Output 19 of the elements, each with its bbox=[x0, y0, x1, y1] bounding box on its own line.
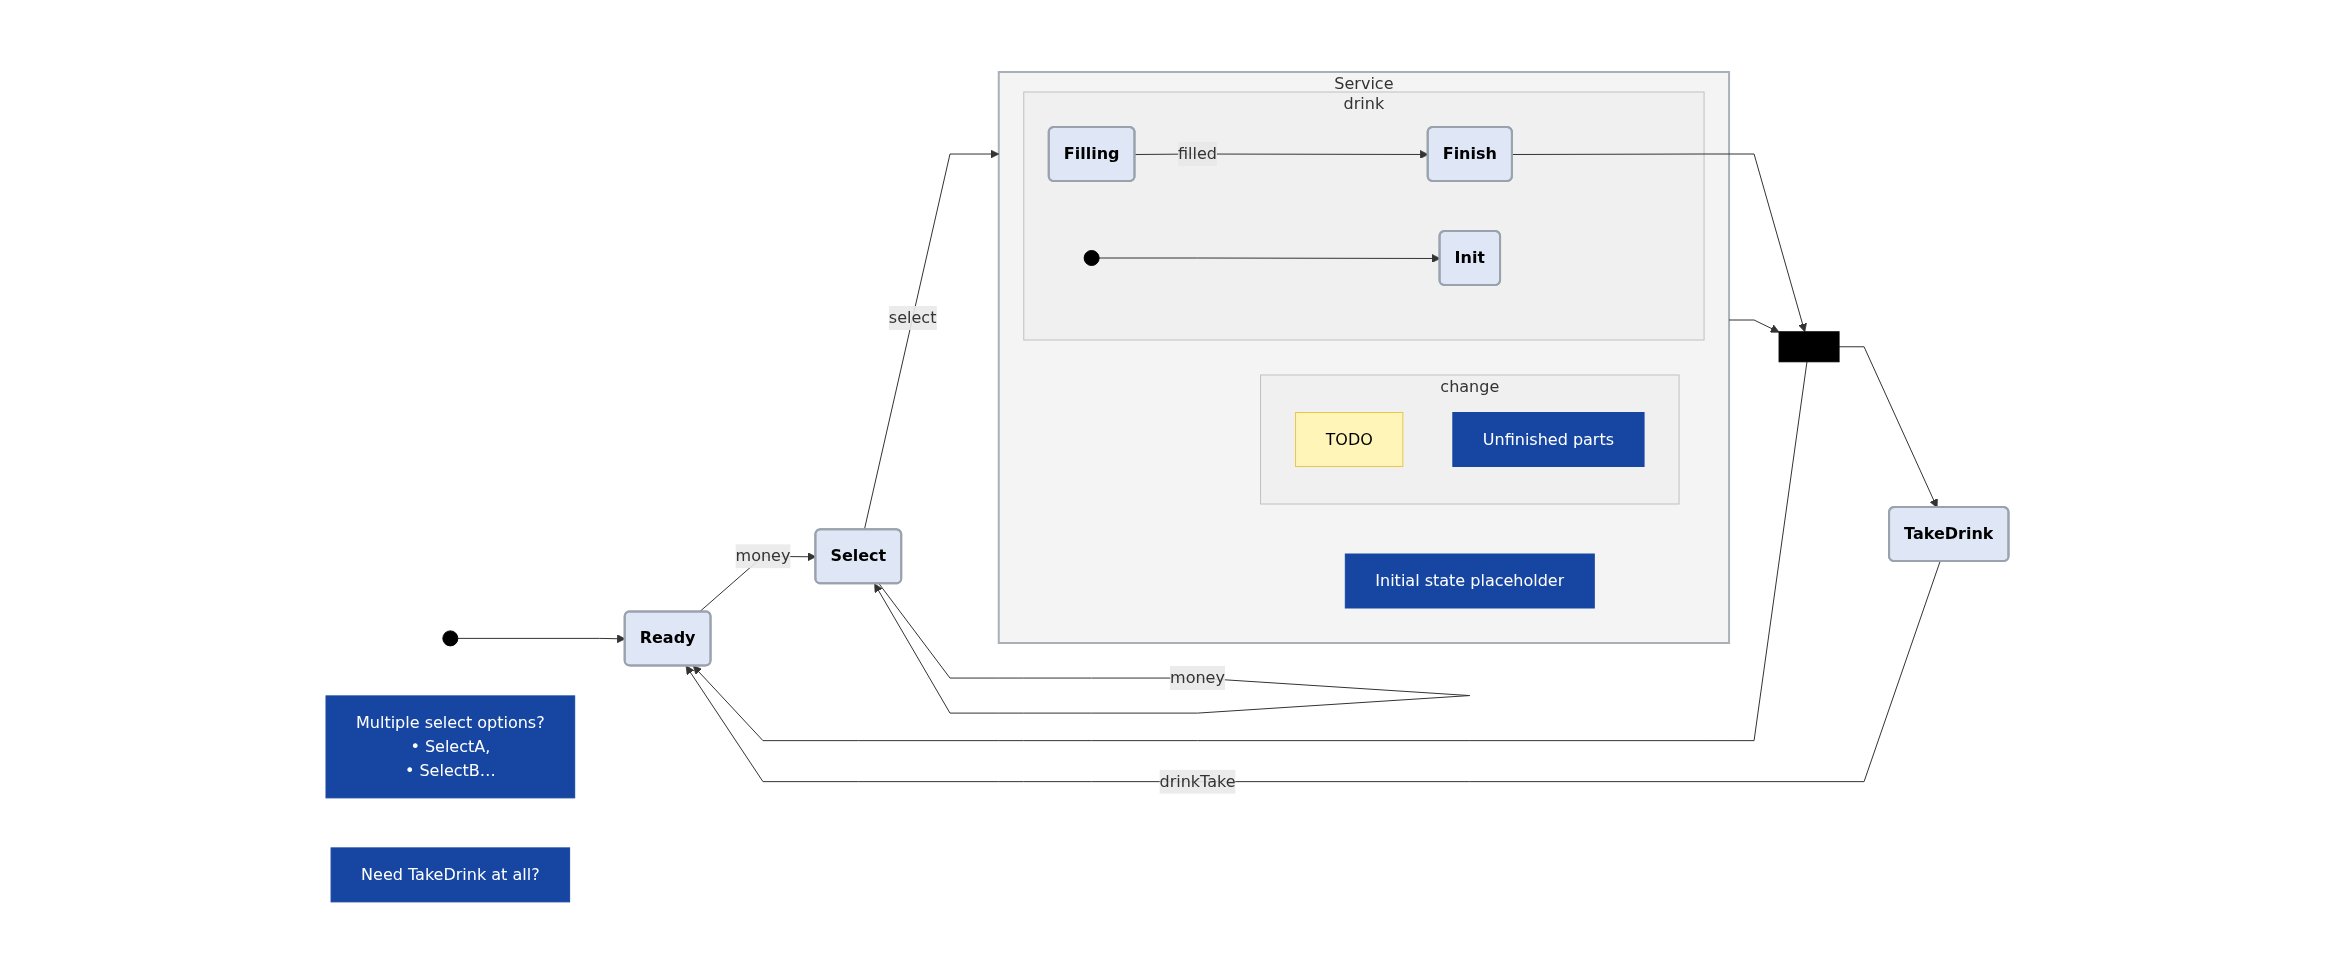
node-circle bbox=[442, 629, 459, 646]
arrow bbox=[1838, 345, 1939, 508]
arrow bbox=[1728, 319, 1780, 333]
node-box: TODO bbox=[1295, 411, 1404, 467]
node-box: Unfinished parts bbox=[1452, 411, 1645, 467]
arrow bbox=[685, 560, 1941, 782]
node-box: Multiple select options? • SelectA, • SelectB… bbox=[325, 694, 576, 798]
arrow bbox=[693, 360, 1808, 741]
arrow bbox=[1512, 153, 1808, 332]
arrow bbox=[864, 149, 1000, 530]
edge-label: select bbox=[889, 307, 937, 327]
node-circle bbox=[1083, 249, 1100, 266]
edge-label: money bbox=[1170, 667, 1226, 687]
edge-label: drinkTake bbox=[1159, 771, 1236, 791]
node-box: Need TakeDrink at all? bbox=[330, 846, 571, 902]
node-box: Initial state placeholder bbox=[1345, 553, 1596, 609]
edge-label: filled bbox=[1178, 143, 1218, 163]
edge-label: money bbox=[735, 545, 791, 565]
node-bar bbox=[1778, 330, 1840, 362]
